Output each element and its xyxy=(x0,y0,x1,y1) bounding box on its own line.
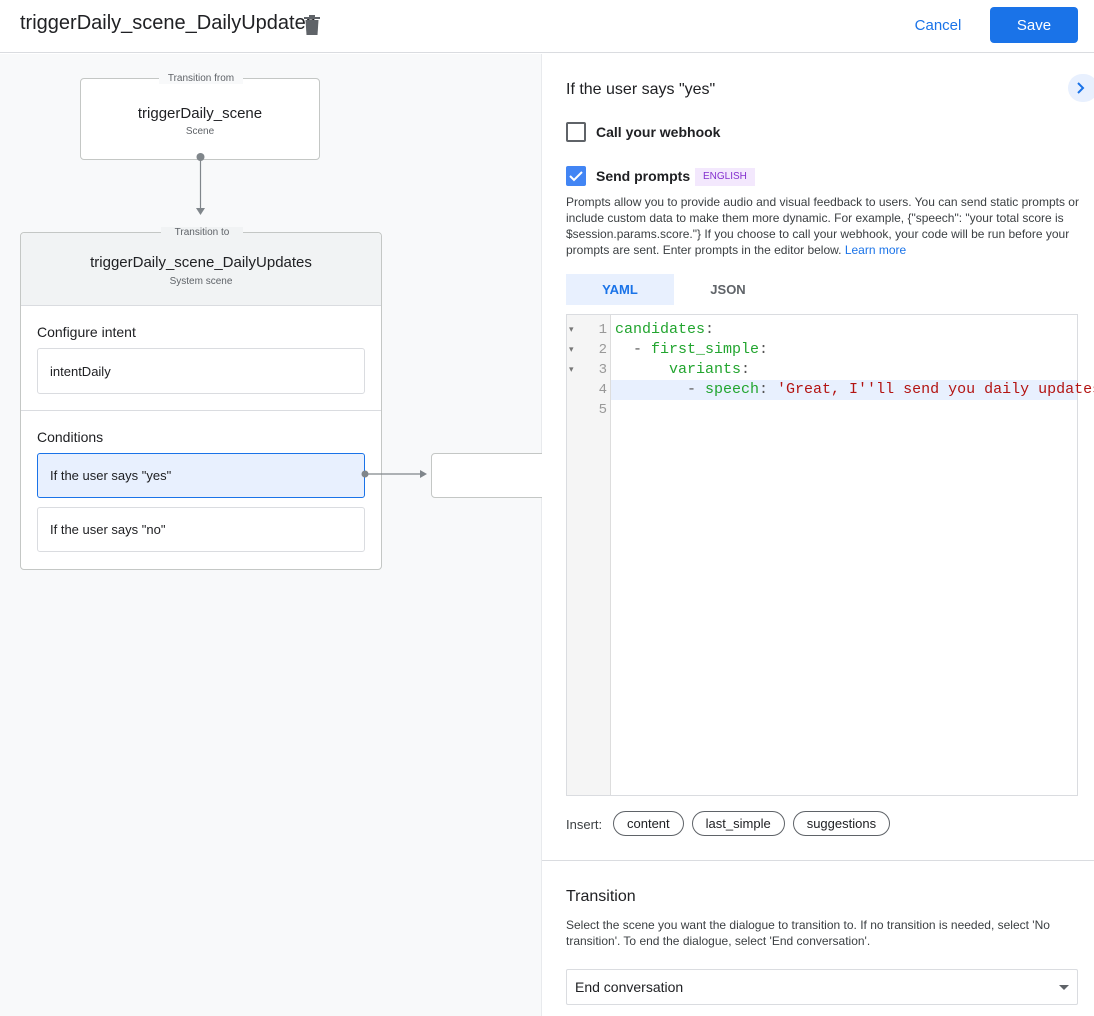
connector-arrow xyxy=(196,153,205,215)
line-number-text: 1 xyxy=(598,322,607,338)
code-line: variants: xyxy=(615,360,1094,380)
line-number: 4 xyxy=(567,380,607,400)
code-token: - xyxy=(615,341,652,358)
tab-json[interactable]: JSON xyxy=(710,282,746,297)
panel-title: If the user says "yes" xyxy=(566,81,716,98)
prompts-checkbox[interactable] xyxy=(566,166,586,186)
from-scene-name: triggerDaily_scene xyxy=(137,105,263,122)
transition-from-card[interactable]: Transition from triggerDaily_scene Scene xyxy=(80,73,320,160)
transition-select[interactable]: End conversation xyxy=(566,969,1078,1005)
code-line: candidates: xyxy=(615,320,1094,340)
conditions-label: Conditions xyxy=(37,429,104,445)
chip-suggestions[interactable]: suggestions xyxy=(792,811,891,836)
code-token: : xyxy=(705,321,715,338)
line-number: ▾3 xyxy=(567,360,607,380)
condition-panel: If the user says "yes" Call your webhook… xyxy=(542,54,1094,1016)
condition-no[interactable]: If the user says "no" xyxy=(37,507,365,552)
learn-more-link[interactable]: Learn more xyxy=(844,243,907,257)
fold-arrow-icon[interactable]: ▾ xyxy=(569,345,574,355)
line-number-text: 3 xyxy=(598,362,607,378)
flow-canvas: Transition from triggerDaily_scene Scene… xyxy=(0,54,551,1016)
code-line: - speech: 'Great, I''ll send you daily u… xyxy=(615,380,1094,400)
cancel-button[interactable]: Cancel xyxy=(904,8,972,42)
tab-yaml[interactable]: YAML xyxy=(566,274,674,305)
webhook-checkbox[interactable] xyxy=(566,122,586,142)
line-number: ▾1 xyxy=(567,320,607,340)
line-number-text: 2 xyxy=(598,342,607,358)
dropdown-arrow-icon xyxy=(1059,985,1069,990)
prompts-description: Prompts allow you to provide audio and v… xyxy=(566,194,1082,258)
insert-label: Insert: xyxy=(566,817,603,832)
transition-description: Select the scene you want the dialogue t… xyxy=(566,918,1050,948)
to-scene-name: triggerDaily_scene_DailyUpdates xyxy=(90,254,312,271)
editor-gutter xyxy=(567,315,611,795)
code-token: speech xyxy=(705,381,760,398)
target-scene-card[interactable] xyxy=(431,453,551,498)
language-badge: ENGLISH xyxy=(695,168,755,186)
line-number: ▾2 xyxy=(567,340,607,360)
code-token: first_simple xyxy=(651,341,760,358)
code-token: candidates xyxy=(615,321,706,338)
prompts-label: Send prompts xyxy=(596,168,691,184)
description-text: Prompts allow you to provide audio and v… xyxy=(566,195,1079,257)
code-line xyxy=(615,400,1094,420)
code-token: : xyxy=(759,381,778,398)
chevron-right-icon[interactable] xyxy=(1068,74,1094,102)
code-token: 'Great, I''ll send you daily updates. xyxy=(777,381,1094,398)
webhook-label: Call your webhook xyxy=(596,124,721,140)
line-number-text: 5 xyxy=(598,402,607,418)
line-number: 5 xyxy=(567,400,607,420)
transition-to-legend: Transition to xyxy=(161,227,243,238)
line-number-text: 4 xyxy=(598,382,607,398)
chip-content[interactable]: content xyxy=(613,811,684,836)
scene-header[interactable] xyxy=(21,233,381,306)
divider xyxy=(542,860,1094,861)
condition-yes[interactable]: If the user says "yes" xyxy=(37,453,365,498)
save-button[interactable]: Save xyxy=(990,7,1078,43)
header: triggerDaily_scene_DailyUpdates Cancel S… xyxy=(0,0,1094,53)
trash-icon[interactable] xyxy=(303,14,321,36)
transition-from-legend: Transition from xyxy=(159,73,243,84)
fold-arrow-icon[interactable]: ▾ xyxy=(569,365,574,375)
to-scene-type: System scene xyxy=(169,276,233,287)
divider xyxy=(21,410,381,411)
intent-field[interactable]: intentDaily xyxy=(37,348,365,394)
condition-connector-arrow xyxy=(361,470,427,478)
configure-intent-label: Configure intent xyxy=(37,324,136,340)
active-line-highlight xyxy=(611,380,1077,400)
code-token: - xyxy=(615,381,706,398)
fold-arrow-icon[interactable]: ▾ xyxy=(569,325,574,335)
transition-to-card: Transition to triggerDaily_scene_DailyUp… xyxy=(20,227,382,570)
code-line: - first_simple: xyxy=(615,340,1094,360)
page-title: triggerDaily_scene_DailyUpdates xyxy=(20,12,316,34)
from-scene-type: Scene xyxy=(185,126,215,137)
code-token: : xyxy=(741,361,751,378)
transition-selected: End conversation xyxy=(575,979,684,995)
code-token: variants xyxy=(615,361,742,378)
chip-last-simple[interactable]: last_simple xyxy=(691,811,785,836)
insert-chips: content last_simple suggestions xyxy=(613,811,891,836)
transition-title: Transition xyxy=(566,888,636,905)
code-token: : xyxy=(759,341,769,358)
